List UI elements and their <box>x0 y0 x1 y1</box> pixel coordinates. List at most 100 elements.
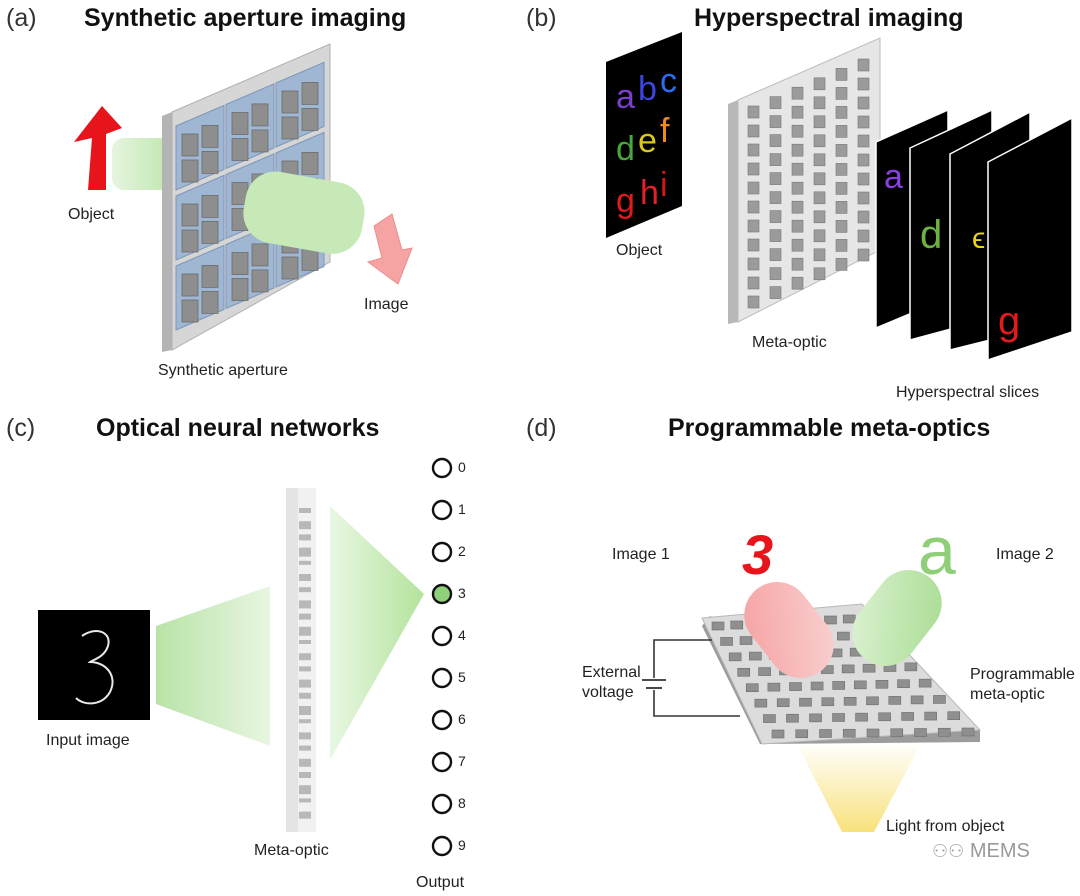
panel-b-object-label: Object <box>616 242 663 259</box>
device-pillar <box>843 696 857 706</box>
panel-b-metaoptic-label: Meta-optic <box>752 334 827 351</box>
metaoptic-pillar <box>857 115 870 129</box>
column-bar <box>299 534 311 541</box>
column-bar <box>299 758 311 767</box>
aperture-pillar <box>201 150 219 174</box>
metaoptic-pillar <box>813 172 826 186</box>
device-pillar <box>904 662 918 672</box>
object-letter: f <box>660 112 670 150</box>
metaoptic-pillar <box>747 162 760 176</box>
aperture-pillar <box>181 203 199 227</box>
metaoptic-pillar <box>813 210 826 224</box>
column-bar <box>299 600 311 609</box>
aperture-pillar <box>201 290 219 314</box>
panel-c-input-label: Input image <box>46 732 130 749</box>
metaoptic-pillar <box>857 96 870 110</box>
panel-a-tag: (a) <box>6 4 37 32</box>
incoming-beam <box>112 138 172 190</box>
panel-d-voltage-label-1: External <box>582 664 641 681</box>
object-letter: h <box>640 174 659 212</box>
metaoptic-pillar <box>835 220 848 233</box>
metaoptic-column-bars <box>299 508 311 819</box>
device-pillar <box>771 729 785 739</box>
device-pillar <box>730 620 744 630</box>
metaoptic-pillar <box>747 143 760 157</box>
metaoptic-pillar <box>791 276 804 290</box>
metaoptic-pillar <box>791 162 804 176</box>
panel-d-tag: (d) <box>526 414 557 442</box>
device-pillar <box>739 636 753 645</box>
output-number: 2 <box>458 543 466 559</box>
watermark: ⚇⚇ MEMS <box>932 840 1030 863</box>
device-pillar <box>776 698 790 707</box>
aperture-pillar <box>181 229 199 253</box>
panel-c-output-label: Output <box>416 874 465 891</box>
column-bar <box>299 772 311 778</box>
slice-letter: g <box>998 299 1020 343</box>
column-bar <box>299 666 311 672</box>
green-beam <box>852 570 942 666</box>
column-bar <box>299 640 311 644</box>
device-pillar <box>837 631 850 641</box>
aperture-pillar <box>301 82 319 105</box>
device-pillar <box>842 614 856 624</box>
aperture-pillar <box>281 90 299 114</box>
aperture-pillar <box>181 299 199 323</box>
metaoptic-pillar <box>857 172 870 186</box>
aperture-pillar <box>181 159 199 183</box>
aperture-pillar <box>181 133 199 157</box>
panel-b-slices-label: Hyperspectral slices <box>896 384 1040 401</box>
column-bar <box>299 547 311 557</box>
device-pillar <box>754 698 768 708</box>
panel-d-image1-label: Image 1 <box>612 546 670 563</box>
metaoptic-pillar <box>813 153 826 167</box>
device-pillar <box>947 711 961 721</box>
device-pillar <box>745 683 759 693</box>
device-pillar <box>767 682 781 692</box>
metaoptic-plate-side <box>728 100 738 324</box>
output-node <box>431 499 453 521</box>
device-pillar <box>758 667 771 676</box>
metaoptic-pillar <box>769 267 782 280</box>
slice-letter: a <box>884 158 903 196</box>
panel-d-voltage-label-2: voltage <box>582 684 634 701</box>
outgoing-beam <box>243 171 365 254</box>
output-number: 1 <box>458 501 466 517</box>
metaoptic-pillar <box>769 115 782 128</box>
metaoptic-pillar <box>769 286 782 299</box>
device-pillar <box>810 681 824 691</box>
panel-c-metaoptic-label: Meta-optic <box>254 842 329 859</box>
column-bar <box>299 679 311 688</box>
metaoptic-pillar <box>835 144 848 157</box>
left-light-fan <box>156 586 270 746</box>
panel-d-device-label-1: Programmable <box>970 666 1075 683</box>
output-node <box>431 835 453 857</box>
output-node <box>431 583 453 605</box>
aperture-pillar <box>201 125 219 148</box>
column-bar <box>299 719 311 724</box>
device-pillar <box>866 728 880 738</box>
metaoptic-pillar <box>857 191 870 205</box>
metaoptic-pillar <box>813 191 826 205</box>
panel-d-image2-glyph: a <box>918 513 956 589</box>
device-pillar <box>819 729 832 738</box>
output-node <box>431 793 453 815</box>
metaoptic-pillar <box>857 248 870 262</box>
aperture-pillar <box>251 269 269 293</box>
metaoptic-pillar <box>747 105 760 119</box>
device-pillar <box>937 727 951 737</box>
panel-a-object-label: Object <box>68 206 115 223</box>
metaoptic-pillar <box>791 124 804 138</box>
metaoptic-pillar <box>813 77 826 91</box>
device-pillar <box>728 652 742 662</box>
aperture-pillar <box>231 138 249 161</box>
slice-letter: ϵ <box>972 222 985 255</box>
aperture-pillar <box>301 108 319 131</box>
device-pillar <box>809 713 822 723</box>
device-pillar <box>888 696 902 705</box>
metaoptic-pillar <box>747 238 760 252</box>
slice-letter: d <box>920 213 942 257</box>
device-pillar <box>924 711 937 721</box>
object-letter: b <box>638 70 657 108</box>
